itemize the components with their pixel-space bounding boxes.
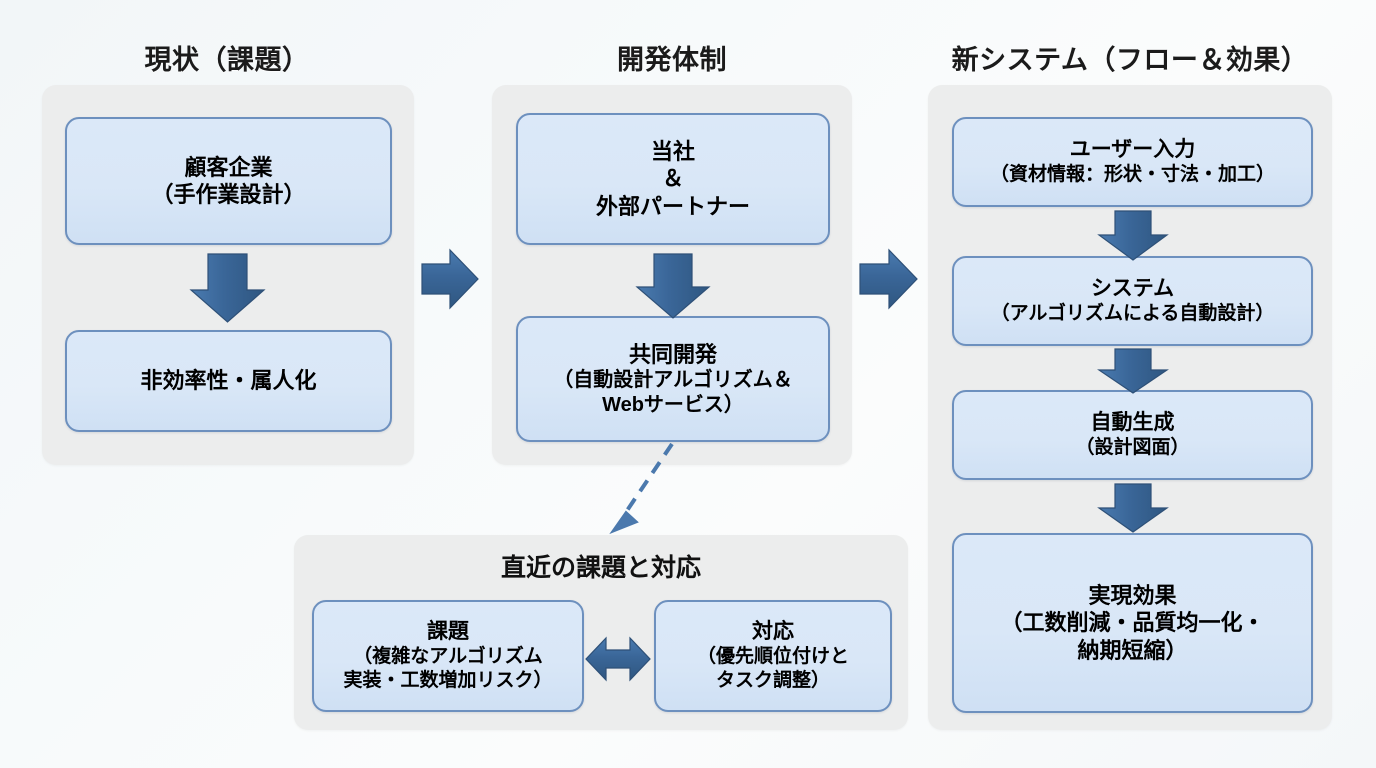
node-effect[interactable]: 実現効果 （工数削減・品質均一化・ 納期短縮） <box>952 533 1313 713</box>
node-company-line3: 外部パートナー <box>595 193 750 219</box>
node-autogen-line1: 自動生成 <box>1090 411 1175 435</box>
node-issue-line2: （複雑なアルゴリズム <box>353 646 543 668</box>
column-title-newsystem: 新システム（フロー＆効果） <box>951 45 1309 75</box>
node-company-line1: 当社 <box>650 139 695 165</box>
node-response-line3: タスク調整） <box>715 670 830 692</box>
node-autogen[interactable]: 自動生成 （設計図面） <box>952 390 1313 480</box>
node-codev-line1: 共同開発 <box>628 341 717 367</box>
node-company[interactable]: 当社 ＆ 外部パートナー <box>516 113 830 245</box>
node-system[interactable]: システム （アルゴリズムによる自動設計） <box>952 256 1313 346</box>
column-title-structure: 開発体制 <box>617 45 727 75</box>
node-effect-line2: （工数削減・品質均一化・ <box>1000 610 1265 636</box>
subpanel-title: 直近の課題と対応 <box>500 554 701 582</box>
node-response-line1: 対応 <box>752 620 794 644</box>
node-company-line2: ＆ <box>661 166 684 192</box>
node-issue-line3: 実装・工数増加リスク） <box>343 670 553 692</box>
node-userinput[interactable]: ユーザー入力 （資材情報：形状・寸法・加工） <box>952 117 1313 207</box>
node-codev[interactable]: 共同開発 （自動設計アルゴリズム＆ Webサービス） <box>516 316 830 442</box>
node-customer[interactable]: 顧客企業 （手作業設計） <box>65 117 392 245</box>
node-issue-line1: 課題 <box>427 620 469 644</box>
node-response-line2: （優先順位付けと <box>696 646 849 668</box>
arrow-current-to-structure <box>421 248 479 310</box>
node-system-line2: （アルゴリズムによる自動設計） <box>990 303 1275 325</box>
node-effect-line1: 実現効果 <box>1088 583 1177 609</box>
node-system-line1: システム <box>1090 277 1175 301</box>
node-response[interactable]: 対応 （優先順位付けと タスク調整） <box>654 600 892 712</box>
node-codev-line3: Webサービス） <box>602 393 744 416</box>
node-customer-line1: 顧客企業 <box>184 154 273 180</box>
node-userinput-line2: （資材情報：形状・寸法・加工） <box>989 164 1275 186</box>
node-effect-line3: 納期短縮） <box>1077 637 1188 663</box>
arrow-structure-to-newsystem <box>859 248 918 310</box>
node-customer-line2: （手作業設計） <box>151 182 306 207</box>
node-inefficiency-line1: 非効率性・属人化 <box>140 368 317 394</box>
node-inefficiency[interactable]: 非効率性・属人化 <box>65 330 392 432</box>
column-title-current: 現状（課題） <box>144 45 310 75</box>
node-userinput-line1: ユーザー入力 <box>1069 138 1196 162</box>
node-codev-line2: （自動設計アルゴリズム＆ <box>553 368 793 391</box>
node-autogen-line2: （設計図面） <box>1075 437 1190 459</box>
node-issue[interactable]: 課題 （複雑なアルゴリズム 実装・工数増加リスク） <box>312 600 584 712</box>
